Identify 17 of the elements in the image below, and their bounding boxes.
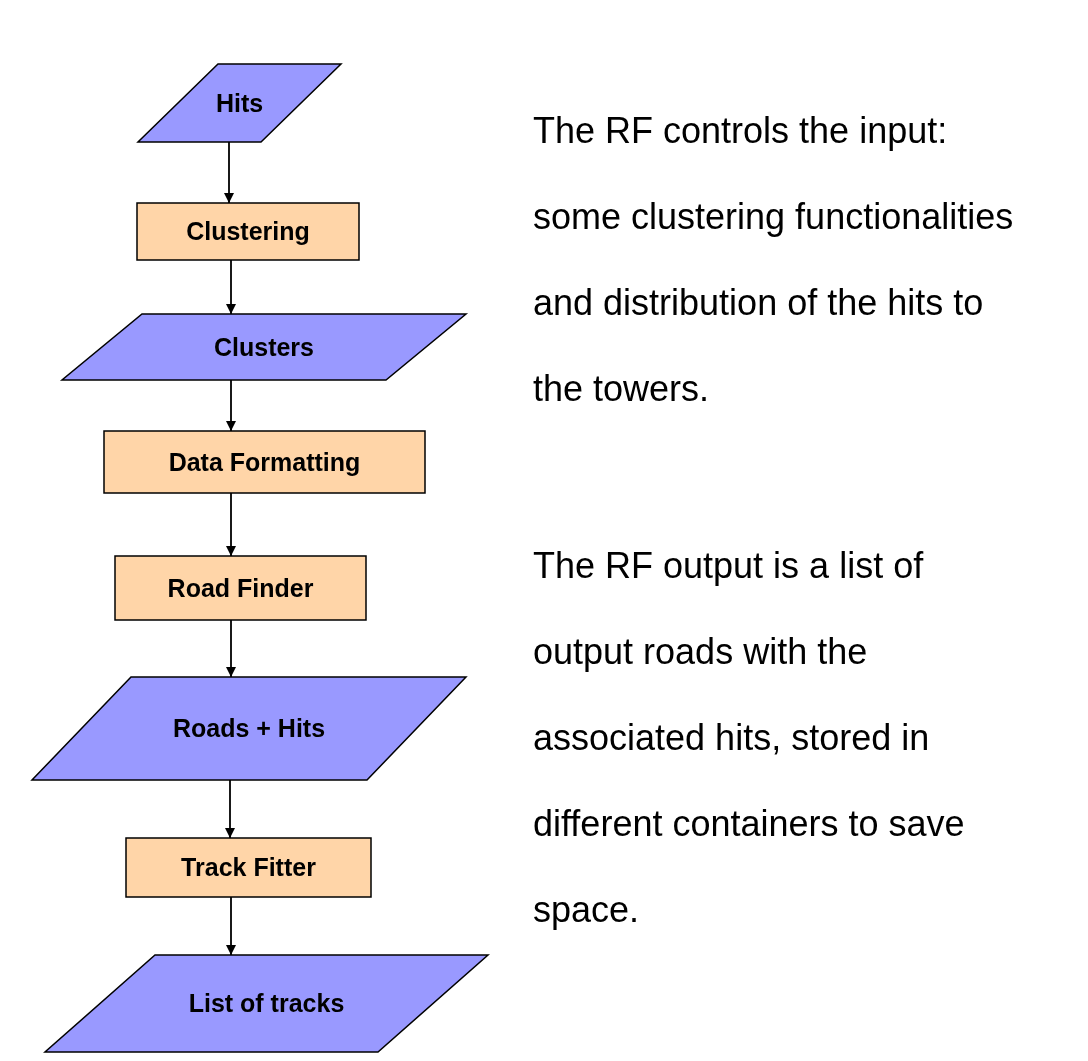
node-label: Clusters xyxy=(213,332,314,362)
node-label: Road Finder xyxy=(167,573,314,603)
node-label: Track Fitter xyxy=(181,853,316,882)
arrow xyxy=(225,779,235,839)
arrow xyxy=(226,619,236,678)
description-paragraph: The RF output is a list of output roads with the associated hits, stored in different containers to save space. xyxy=(533,544,966,932)
node-label: List of tracks xyxy=(188,989,345,1018)
node-label: Data Formatting xyxy=(168,447,361,477)
arrow xyxy=(226,379,236,432)
arrow xyxy=(224,141,234,204)
arrow xyxy=(226,492,236,557)
node-label: Hits xyxy=(215,88,264,118)
node-label: Clustering xyxy=(186,217,310,246)
arrow xyxy=(226,896,236,956)
node-label: Roads + Hits xyxy=(172,714,326,743)
arrow xyxy=(226,259,236,315)
description-paragraph: The RF controls the input: some clustering functionalities and distribution of the hits to the towers. xyxy=(533,109,1015,411)
